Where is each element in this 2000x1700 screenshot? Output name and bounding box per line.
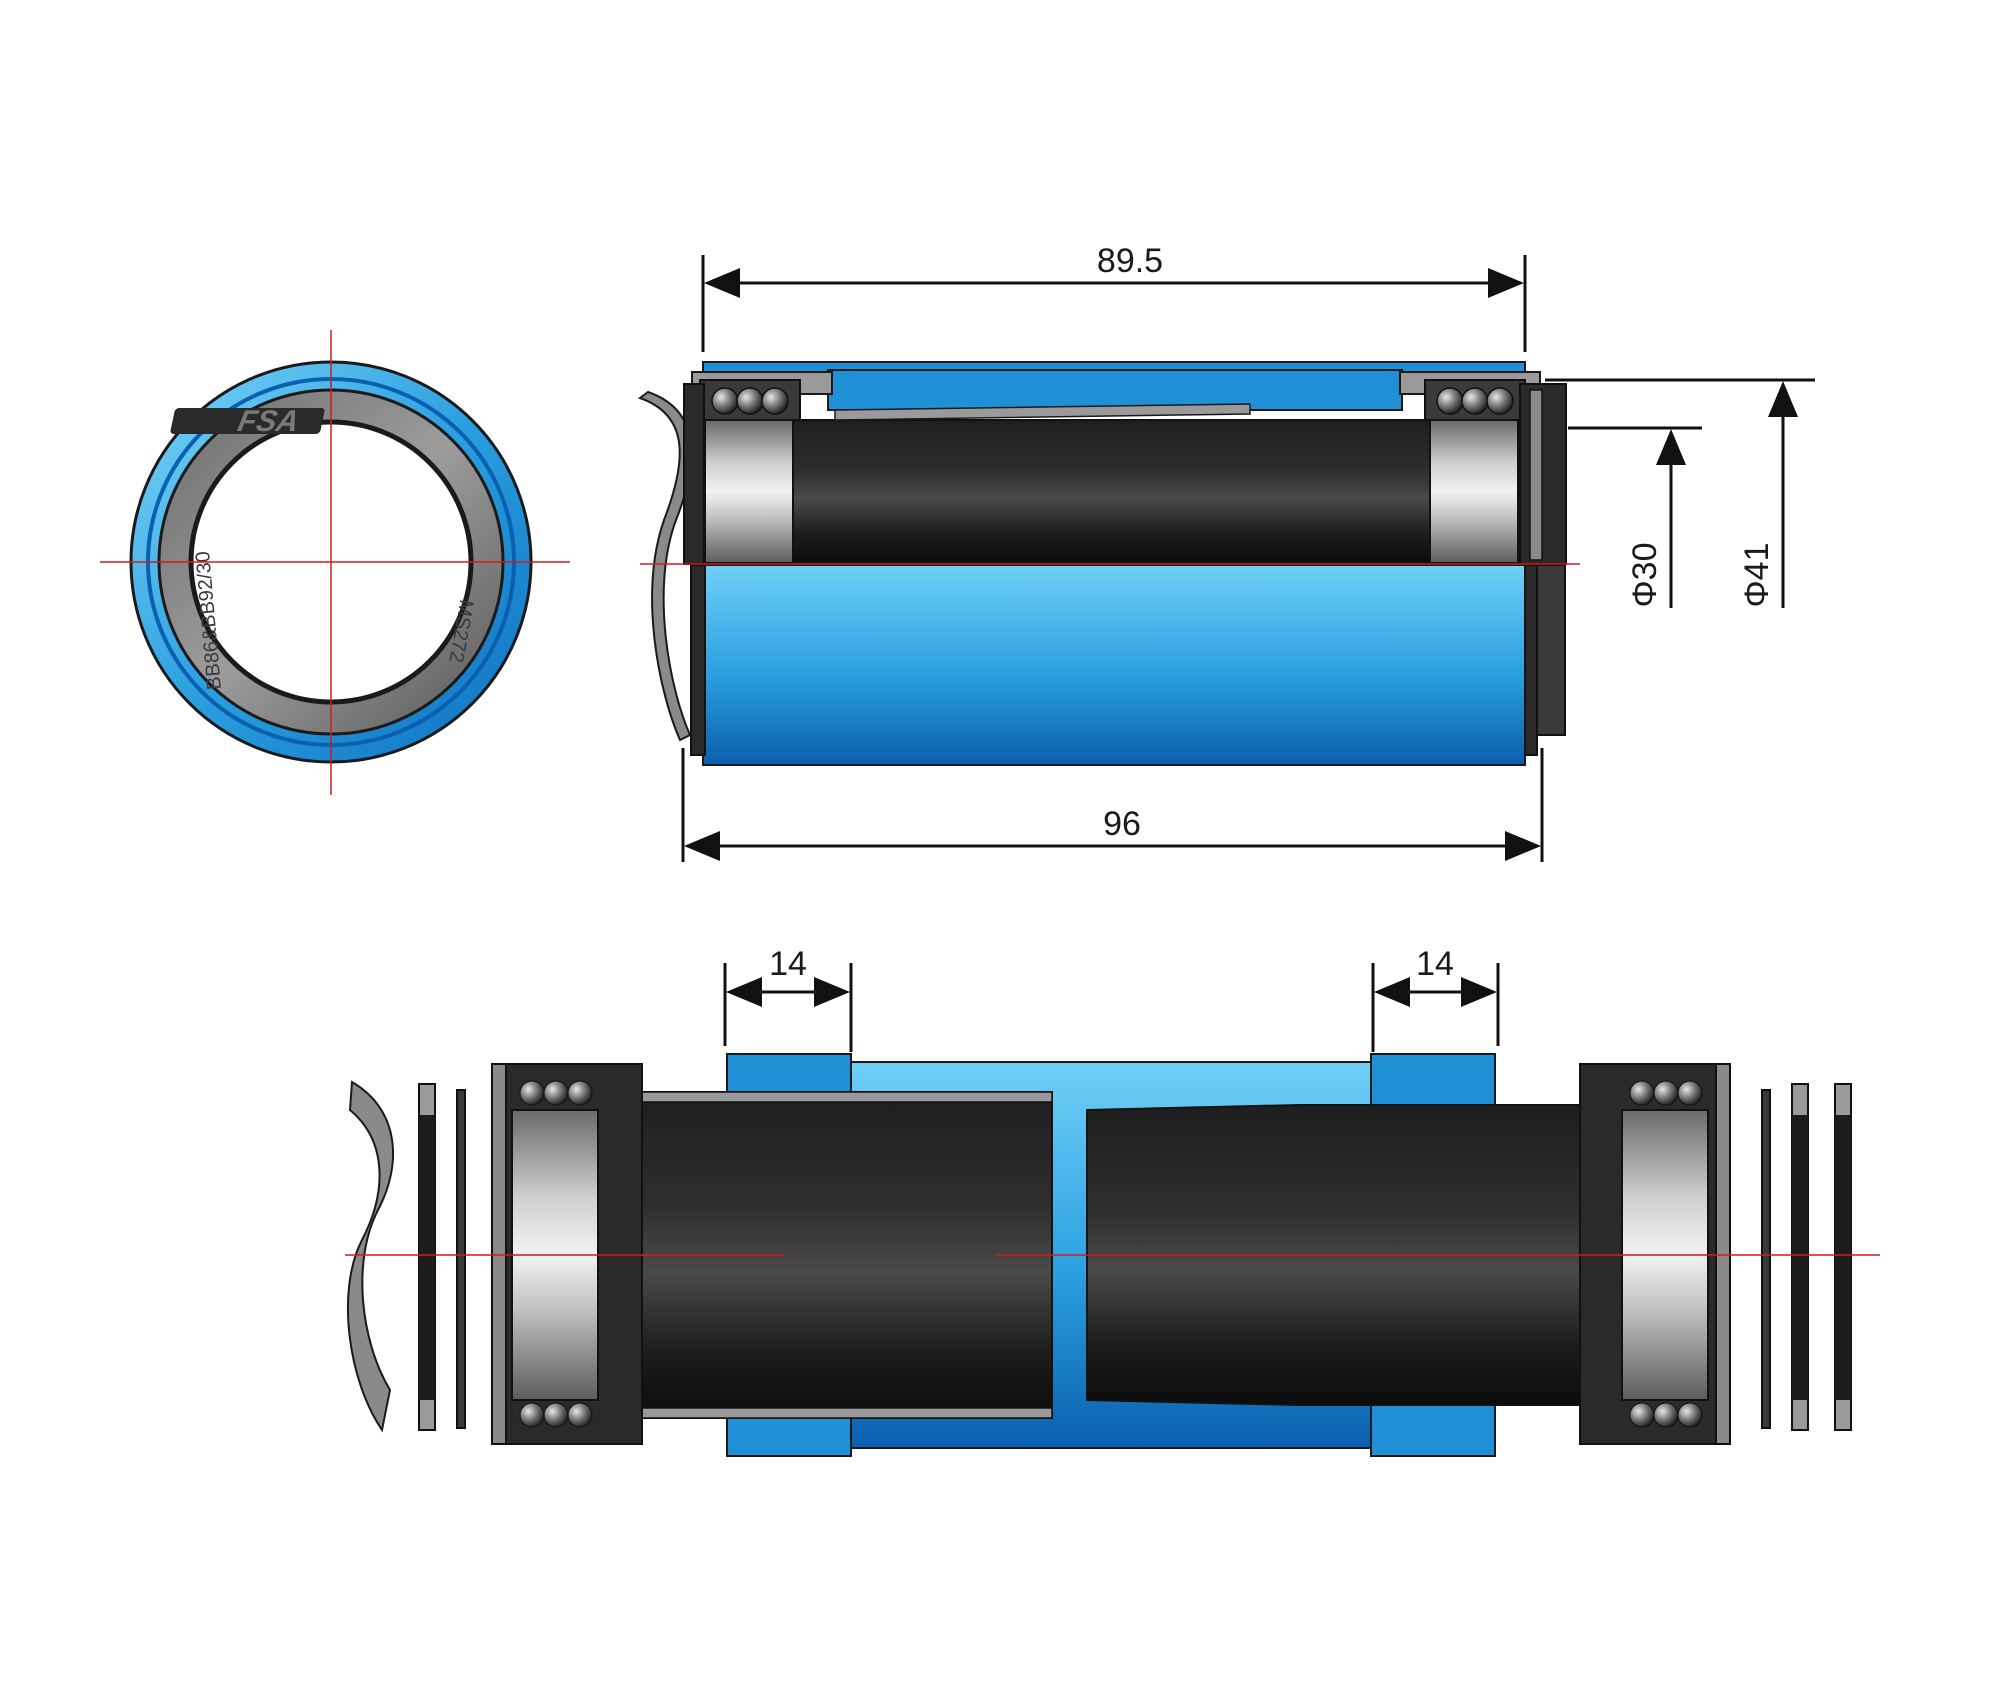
right-spacer-lower xyxy=(1536,564,1566,736)
right-end-ring xyxy=(1529,389,1543,561)
cup-shell-lower xyxy=(702,564,1526,766)
left-wave-washer xyxy=(347,1080,395,1433)
dim-phi41-label: Φ41 xyxy=(1738,543,1776,608)
dim-96-label: 96 xyxy=(1103,805,1141,843)
left-spacer-1-core xyxy=(419,1115,435,1400)
svg-text:FSA: FSA xyxy=(235,405,302,438)
left-spacer-2 xyxy=(456,1089,466,1429)
dim-14-right-label: 14 xyxy=(1416,945,1454,983)
sleeve-taper xyxy=(834,403,1251,421)
left-flange-lower xyxy=(690,564,706,756)
left-cup-flange xyxy=(491,1063,507,1445)
bearing-balls-left xyxy=(711,387,789,415)
right-spacer-1 xyxy=(1761,1089,1771,1429)
right-end-cap xyxy=(1519,383,1567,565)
right-cup-flange xyxy=(1715,1063,1731,1445)
right-spacer-3-core xyxy=(1835,1115,1851,1400)
fsa-logo: FSA xyxy=(170,405,325,438)
cup-shell-upper-thick xyxy=(827,369,1403,411)
left-sleeve-rim-bottom xyxy=(639,1407,1053,1419)
dim-14-left-label: 14 xyxy=(769,945,807,983)
right-cup-balls xyxy=(1629,1080,1703,1428)
end-view: FSA MS272 BB86&BB92/30 xyxy=(100,330,570,795)
dim-89-5-label: 89.5 xyxy=(1097,242,1163,280)
right-bearing xyxy=(1429,419,1519,564)
left-sleeve-rim-top xyxy=(639,1091,1053,1103)
side-view-assembled: 89.5 96 Φ30 Φ41 xyxy=(637,242,1815,862)
left-cup-balls xyxy=(519,1080,593,1428)
bearing-balls-right xyxy=(1436,387,1514,415)
right-spacer-2-core xyxy=(1792,1115,1808,1400)
inner-sleeve-upper xyxy=(691,419,1566,564)
left-end-cap xyxy=(683,383,705,565)
left-bearing xyxy=(704,419,794,564)
exploded-view: 14 14 xyxy=(345,945,1880,1457)
dim-phi30-label: Φ30 xyxy=(1626,543,1664,608)
right-flange-lower xyxy=(1524,564,1538,756)
